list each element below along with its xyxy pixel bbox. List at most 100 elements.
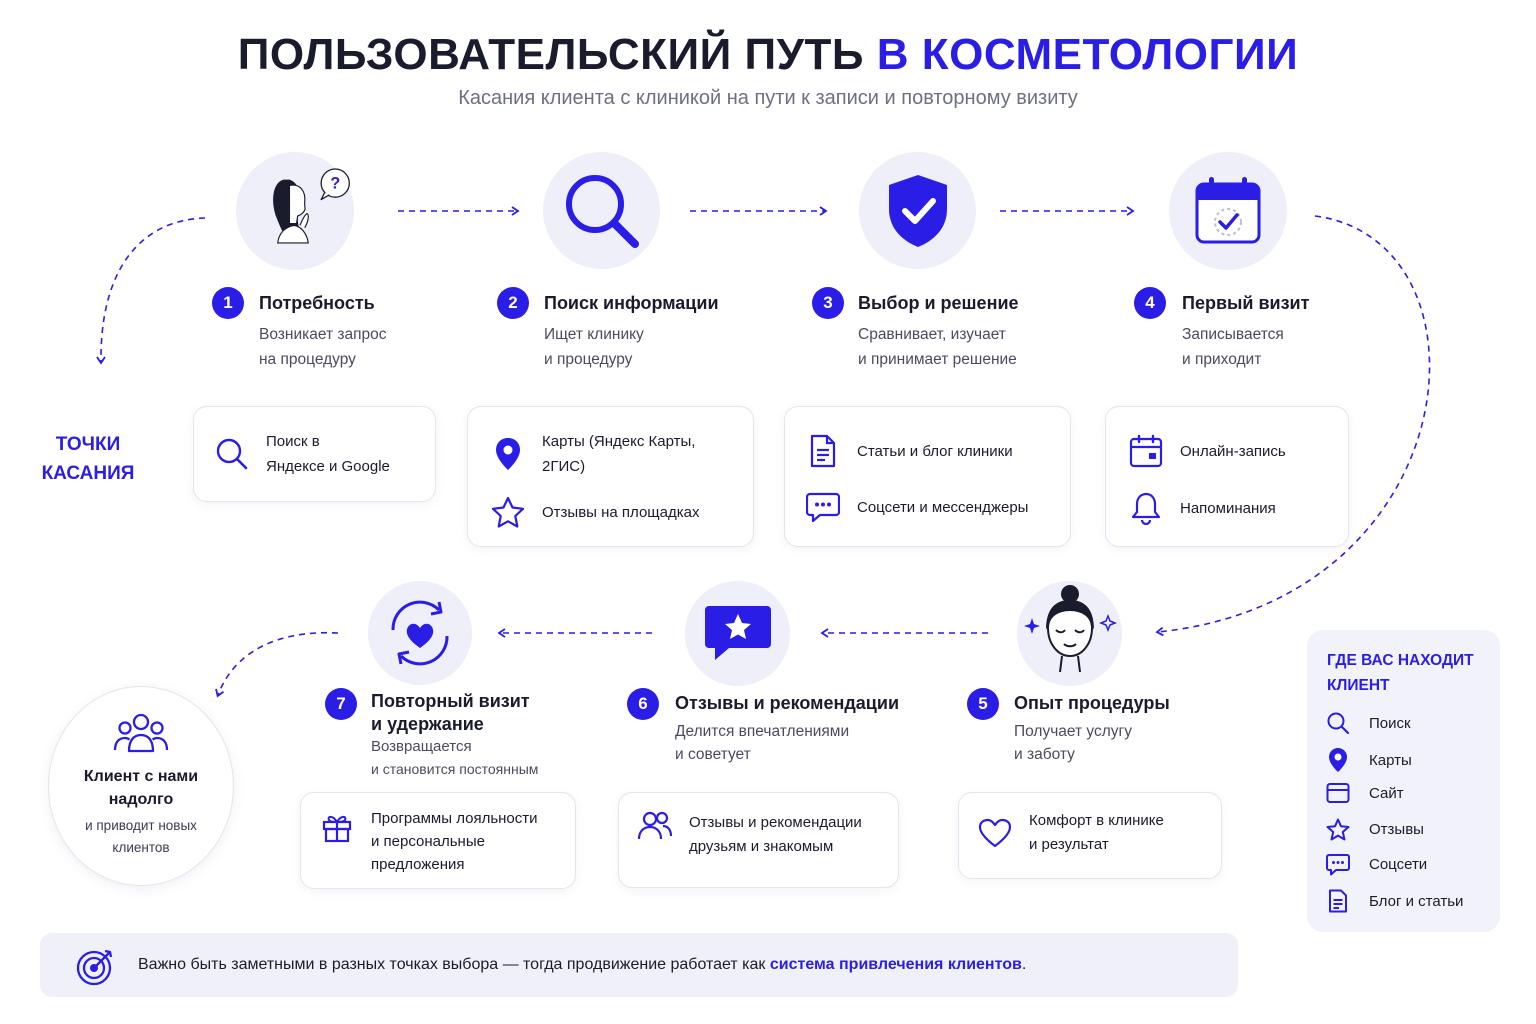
card-text-line: 2ГИС)	[542, 458, 586, 475]
bell-icon	[1128, 491, 1164, 525]
chat-icon	[1325, 853, 1351, 876]
page-subtitle: Касания клиента с клиникой на пути к зап…	[458, 87, 1078, 109]
step-number-2: 2	[497, 287, 529, 319]
shield-check-icon	[859, 152, 976, 269]
arrow-left-down	[96, 217, 206, 365]
card-item-text: Отзывы на площадках	[542, 503, 700, 521]
step-title-1: Потребность	[259, 293, 375, 313]
where-item-label: Отзывы	[1369, 821, 1424, 838]
touchpoints-label-text: ТОЧКИ КАСАНИЯ	[41, 434, 135, 484]
card-item: Напоминания	[1128, 491, 1276, 525]
step-title-4: Первый визит	[1182, 293, 1310, 313]
card-text-line: Программы лояльности	[371, 810, 538, 827]
card-item: Отзывы на площадках	[490, 496, 699, 528]
card-text-line: Поиск в	[266, 433, 320, 450]
card-text-line: Карты (Яндекс Карты,	[542, 433, 696, 450]
card-text-line: Яндексе и Google	[266, 458, 390, 475]
calendar-check-icon	[1169, 152, 1287, 270]
touchpoint-card-7: Программы лояльности и персональные предло…	[300, 792, 576, 889]
card-item-text: Программы лояльности и персональные предло…	[371, 807, 538, 876]
card-item: Программы лояльности и персональные предло…	[319, 807, 538, 876]
map-pin-icon	[490, 437, 526, 471]
card-text-line: друзьям и знакомым	[689, 838, 834, 855]
step-number-4: 4	[1134, 287, 1166, 319]
step-number-6: 6	[627, 688, 659, 720]
step-title-7-line-2: и удержание	[371, 714, 484, 734]
card-text-line: и результат	[1029, 836, 1109, 853]
touchpoint-card-4: Онлайн-запись Напоминания	[1105, 406, 1349, 547]
card-item: Соцсети и мессенджеры	[805, 491, 1028, 523]
step-desc-2-line-2: и процедуру	[544, 351, 633, 368]
where-item-label: Карты	[1369, 751, 1412, 769]
step-desc-6-line-1: Делится впечатлениями	[675, 723, 850, 740]
browser-icon	[1325, 782, 1351, 804]
document-icon	[1325, 889, 1351, 913]
card-text-line: и персональные	[371, 833, 485, 850]
star-icon	[1325, 818, 1351, 841]
where-item-social: Соцсети	[1325, 853, 1427, 876]
bottom-text-highlight: система привлечения клиентов	[769, 956, 1022, 973]
target-icon	[75, 947, 115, 992]
loyal-title-line: Клиент с нами	[83, 768, 199, 785]
step-title-2: Поиск информации	[544, 293, 719, 313]
bottom-text-main: Важно быть заметными в разных точках выб…	[138, 956, 770, 973]
bottom-info-bar	[40, 933, 1238, 997]
woman-question-icon: ?	[236, 152, 354, 270]
step-title-5: Опыт процедуры	[1014, 693, 1170, 713]
gift-icon	[319, 811, 355, 843]
step-desc-1-line-2: на процедуру	[259, 351, 356, 368]
star-chat-icon	[685, 581, 790, 686]
step-desc-7-line-1: Возвращается	[371, 738, 472, 755]
relaxed-face-icon	[1017, 581, 1122, 686]
where-panel-title: ГДЕ ВАС НАХОДИТ КЛИЕНТ	[1327, 648, 1474, 698]
step-title-6: Отзывы и рекомендации	[675, 693, 900, 713]
svg-text:?: ?	[330, 174, 340, 192]
step-desc-3-line-2: и принимает решение	[858, 351, 1017, 368]
loyal-desc-line: и приводит новых	[85, 818, 197, 833]
card-item: Карты (Яндекс Карты, 2ГИС)	[490, 429, 695, 479]
page-title: ПОЛЬЗОВАТЕЛЬСКИЙ ПУТЬ В КОСМЕТОЛОГИИ	[0, 30, 1536, 80]
heart-icon	[977, 818, 1013, 848]
where-item-label: Соцсети	[1369, 856, 1428, 873]
loyal-client-desc: и приводит новых клиентов	[48, 815, 234, 859]
touchpoint-card-5: Комфорт в клинике и результат	[958, 792, 1222, 879]
document-icon	[805, 434, 841, 468]
where-title-line: ГДЕ ВАС НАХОДИТ	[1327, 652, 1474, 669]
where-item-site: Сайт	[1325, 782, 1404, 804]
where-item-reviews: Отзывы	[1325, 818, 1424, 841]
card-item: Отзывы и рекомендации друзьям и знакомым	[637, 811, 862, 859]
card-item: Статьи и блог клиники	[805, 434, 1013, 468]
calendar-icon	[1128, 434, 1164, 468]
card-item-text: Напоминания	[1180, 499, 1276, 517]
step-number-5: 5	[967, 688, 999, 720]
card-item-text: Соцсети и мессенджеры	[857, 498, 1029, 516]
step-title-7-line-1: Повторный визит	[371, 691, 530, 711]
step-desc-7-line-2: и становится постоянным	[371, 761, 539, 777]
where-item-maps: Карты	[1325, 747, 1412, 773]
step-title-3: Выбор и решение	[858, 293, 1019, 313]
bottom-info-text: Важно быть заметными в разных точках выб…	[138, 956, 1026, 974]
heart-cycle-icon	[368, 581, 472, 685]
where-item-label: Сайт	[1369, 784, 1404, 802]
card-item-text: Статьи и блог клиники	[857, 442, 1013, 460]
where-item-label: Поиск	[1369, 714, 1411, 732]
chat-icon	[805, 491, 841, 523]
touchpoint-card-2: Карты (Яндекс Карты, 2ГИС) Отзывы на площ…	[467, 406, 754, 547]
step-number-1: 1	[212, 287, 244, 319]
card-item-text: Карты (Яндекс Карты, 2ГИС)	[542, 429, 695, 479]
card-text-line: Отзывы и рекомендации	[689, 814, 862, 831]
card-text-line: Комфорт в клинике	[1029, 812, 1164, 829]
where-title-line: КЛИЕНТ	[1327, 677, 1390, 694]
step-desc-4-line-1: Записывается	[1182, 326, 1284, 343]
where-item-search: Поиск	[1325, 711, 1411, 735]
where-item-blog: Блог и статьи	[1325, 889, 1463, 913]
touchpoint-card-6: Отзывы и рекомендации друзьям и знакомым	[618, 792, 899, 888]
loyal-desc-line: клиентов	[112, 840, 170, 855]
step-desc-4-line-2: и приходит	[1182, 351, 1262, 368]
card-item: Комфорт в клинике и результат	[977, 809, 1164, 857]
card-text-line: предложения	[371, 856, 465, 873]
map-pin-icon	[1325, 747, 1351, 773]
card-item-text: Онлайн-запись	[1180, 442, 1286, 460]
touchpoint-card-1: Поиск в Яндексе и Google	[193, 406, 436, 502]
